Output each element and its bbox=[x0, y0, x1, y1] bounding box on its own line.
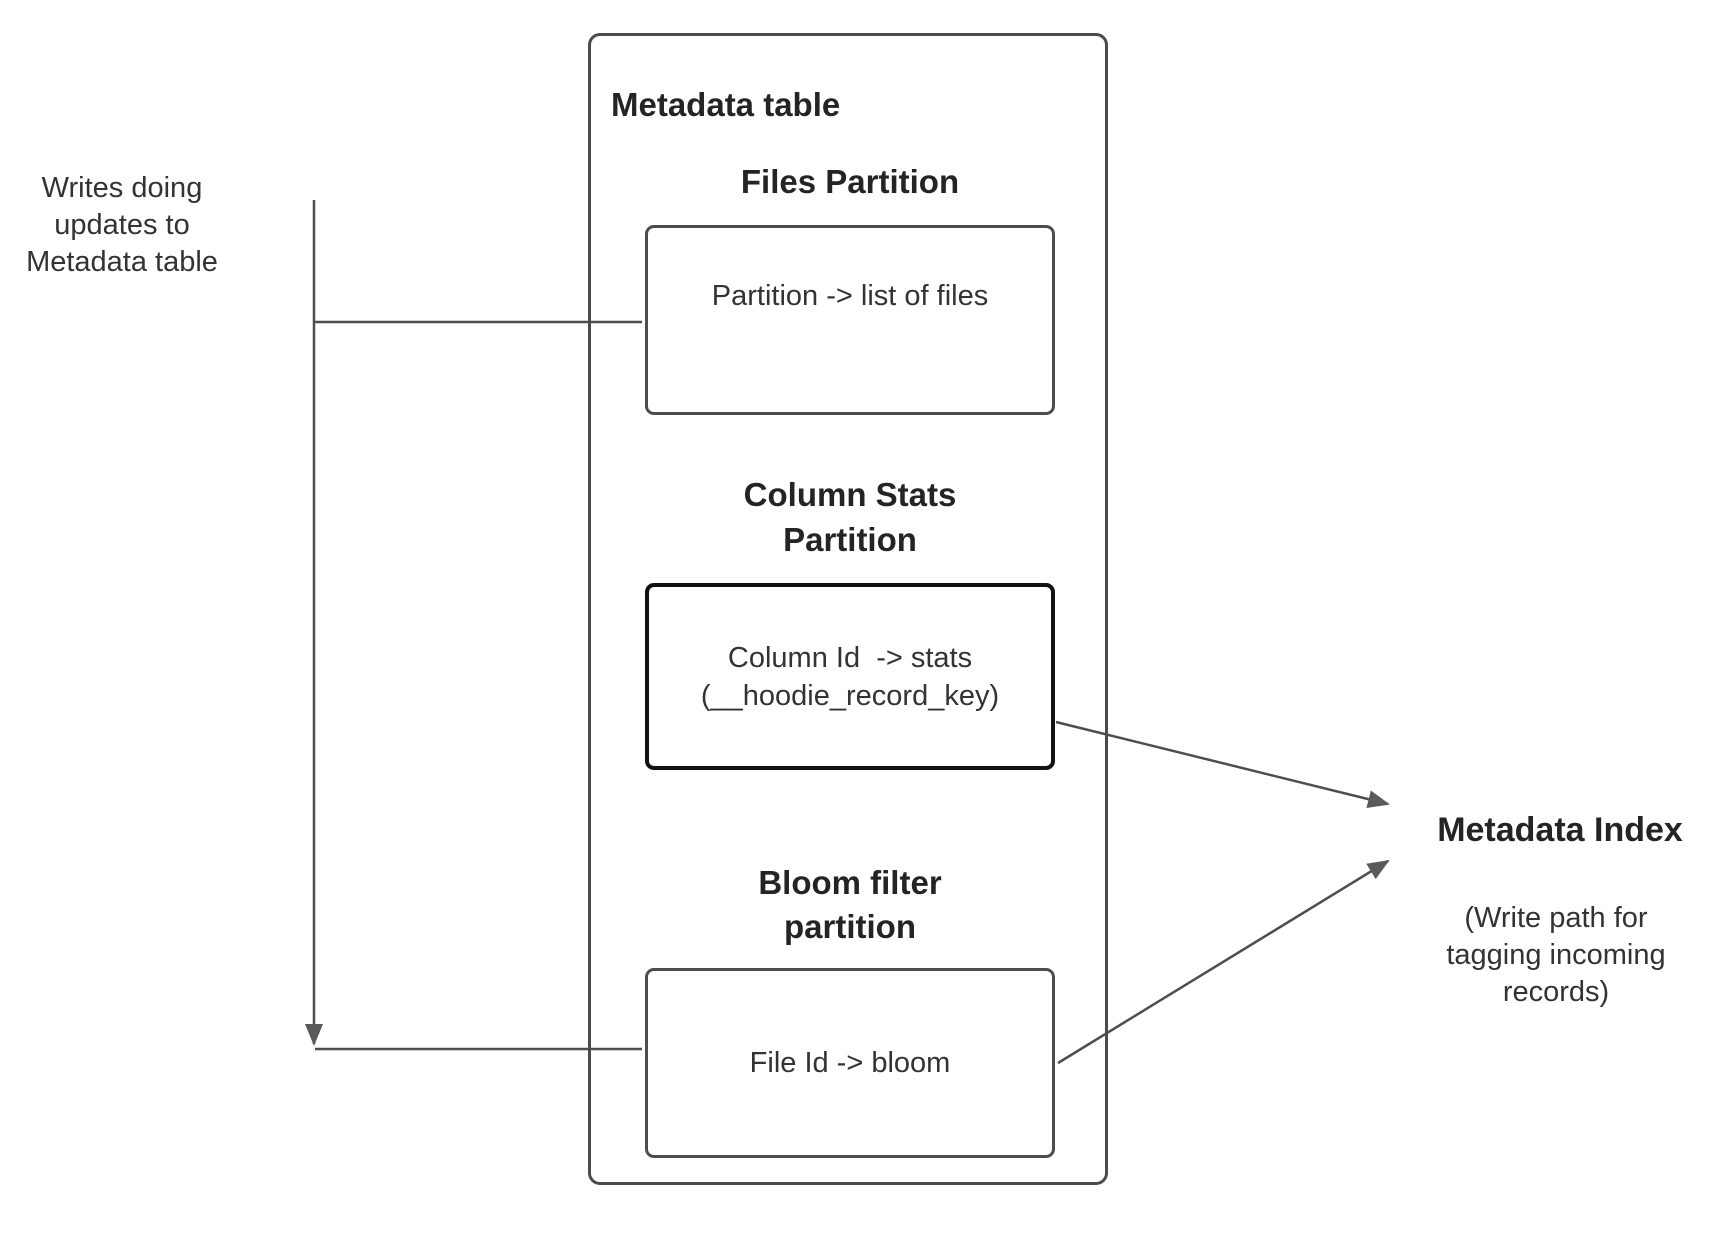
bloom-filter-partition-heading: Bloom filter partition bbox=[758, 864, 942, 945]
bloom-filter-partition-content: File Id -> bloom bbox=[749, 1047, 951, 1079]
metadata-table-box bbox=[588, 33, 1108, 1185]
column-stats-partition-heading: Column Stats Partition bbox=[743, 476, 957, 558]
writes-note: Writes doing updates to Metadata table bbox=[26, 172, 218, 278]
files-partition-content: Partition -> list of files bbox=[711, 280, 989, 312]
files-partition-heading: Files Partition bbox=[740, 163, 960, 200]
metadata-index-title: Metadata Index bbox=[1437, 811, 1683, 849]
metadata-index-subtitle: (Write path for tagging incoming records… bbox=[1446, 902, 1666, 1008]
bloom-filter-partition-box: File Id -> bloom bbox=[645, 968, 1055, 1158]
column-stats-partition-content: Column Id -> stats (__hoodie_record_key) bbox=[700, 641, 1000, 712]
column-stats-partition-box: Column Id -> stats (__hoodie_record_key) bbox=[645, 583, 1055, 770]
metadata-table-title: Metadata table bbox=[611, 86, 841, 123]
files-partition-box: Partition -> list of files bbox=[645, 225, 1055, 415]
